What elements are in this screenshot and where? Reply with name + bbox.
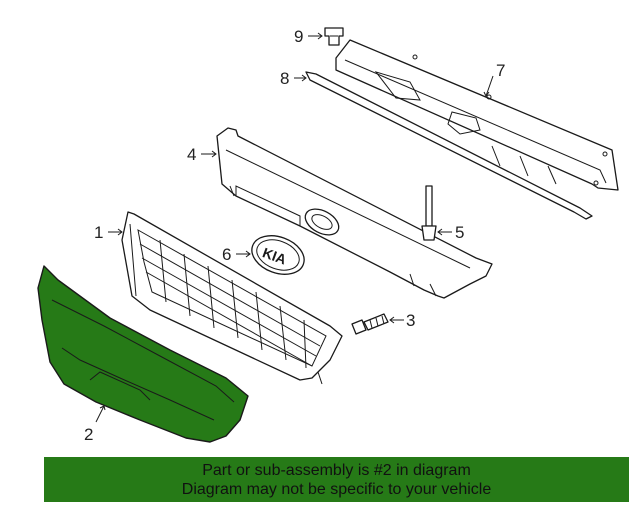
part-6-emblem[interactable]: KIA [246, 229, 309, 281]
callout-2: 2 [84, 425, 93, 444]
info-banner: Part or sub-assembly is #2 in diagram Di… [44, 457, 629, 502]
part-7-upper-cover[interactable] [335, 39, 619, 191]
callout-4: 4 [187, 145, 196, 164]
part-9-clip[interactable] [324, 27, 344, 46]
callout-8: 8 [280, 69, 289, 88]
callout-6: 6 [222, 245, 231, 264]
part-4-support-bracket[interactable] [216, 127, 493, 299]
banner-line-1: Part or sub-assembly is #2 in diagram [202, 462, 471, 479]
part-3-screw[interactable] [351, 313, 389, 335]
callout-labels: 1 2 3 4 5 6 7 8 9 [84, 27, 505, 444]
part-2-lower-grille[interactable] [37, 265, 249, 443]
callout-5: 5 [455, 223, 464, 242]
part-5-bolt[interactable] [421, 185, 437, 241]
callout-9: 9 [294, 27, 303, 46]
part-8-weatherstrip[interactable] [305, 71, 593, 220]
svg-text:KIA: KIA [260, 244, 288, 267]
callout-7: 7 [496, 61, 505, 80]
banner-line-2: Diagram may not be specific to your vehi… [181, 481, 492, 498]
callout-1: 1 [94, 223, 103, 242]
leader-lines [95, 32, 494, 423]
part-1-radiator-grille[interactable] [121, 211, 343, 385]
callout-3: 3 [406, 311, 415, 330]
